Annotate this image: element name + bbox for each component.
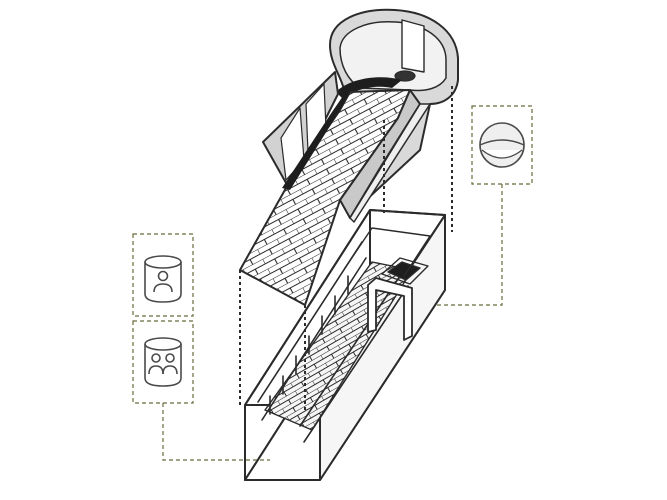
camera-connector [436,184,503,306]
entrance-hatch [394,70,416,82]
corridor-portal [367,277,413,341]
multi-user-icon-box [132,320,194,404]
upper-module [239,8,459,306]
single-user-icon-box [132,233,194,317]
ramp-shadow-edge [282,92,350,190]
lower-module [244,209,446,481]
multi-user-storage-icon [144,337,182,387]
arch-shadow [336,77,402,100]
railing-left [257,241,367,421]
corridor-floor-hatch [387,261,421,281]
corridor-back-wall [344,227,431,277]
storage-connector [162,403,270,461]
alignment-lines [239,86,453,410]
entrance-back-panel [401,19,425,73]
dome-camera-icon [479,122,525,168]
ramp-right-wall-top [349,103,431,223]
callout-group-storage [132,320,270,461]
hatch-rim [381,257,429,285]
railing-right [299,269,409,443]
callout-camera [436,105,533,306]
single-user-storage-icon [144,255,182,303]
callout-user-storage [132,233,194,317]
